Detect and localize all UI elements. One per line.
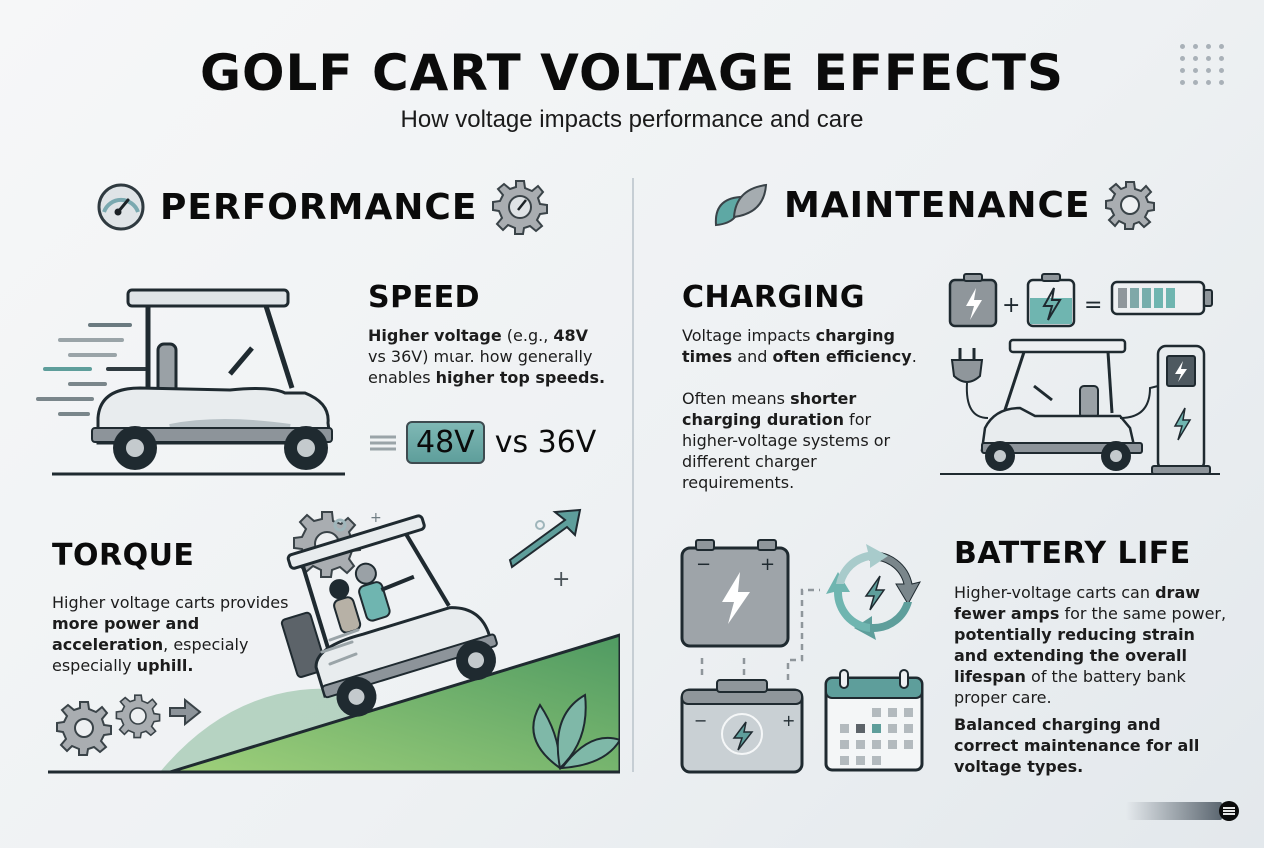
charging-description-2: Often means shorter charging duration fo… bbox=[682, 389, 891, 492]
plus-symbol: + bbox=[1002, 293, 1020, 318]
svg-text:+: + bbox=[370, 510, 382, 526]
performance-header: PERFORMANCE bbox=[96, 178, 549, 236]
speed-description: Higher voltage (e.g., 48V vs 36V) mιar. … bbox=[368, 326, 606, 387]
column-divider bbox=[632, 178, 634, 772]
battery-life-description-1: Higher-voltage carts can draw fewer amps… bbox=[954, 583, 1227, 707]
maintenance-section-title: MAINTENANCE bbox=[784, 184, 1091, 226]
performance-section-title: PERFORMANCE bbox=[160, 186, 478, 228]
maintenance-header: MAINTENANCE bbox=[712, 180, 1155, 230]
vs-36v-label: vs 36V bbox=[494, 425, 597, 460]
decorative-dot-grid bbox=[1180, 44, 1225, 85]
speed-heading: SPEED bbox=[368, 280, 480, 315]
svg-text:+: + bbox=[552, 567, 570, 592]
battery-life-illustration: − + − + bbox=[680, 539, 924, 774]
page-subtitle: How voltage impacts performance and care bbox=[400, 106, 864, 133]
gear-icon bbox=[1104, 181, 1155, 230]
battery-life-heading: BATTERY LIFE bbox=[954, 536, 1191, 571]
equals-symbol: = bbox=[1084, 293, 1102, 318]
gear-gauge-icon bbox=[492, 180, 549, 235]
charging-description-1: Voltage impacts charging times and often… bbox=[682, 326, 917, 366]
speedometer-icon bbox=[97, 183, 145, 231]
footer-gradient-bar bbox=[1126, 802, 1222, 820]
torque-heading: TORQUE bbox=[52, 538, 195, 573]
svg-text:−: − bbox=[696, 554, 711, 575]
leaf-icon bbox=[714, 183, 768, 227]
torque-description: Higher voltage carts provides more power… bbox=[52, 593, 289, 675]
motion-lines-icon bbox=[370, 435, 396, 450]
charging-cart-illustration: + = bbox=[940, 273, 1220, 475]
uphill-cart-illustration: + + bbox=[48, 508, 620, 774]
48v-badge: 48V bbox=[406, 421, 485, 464]
battery-life-description-2: Balanced charging and correct maintenanc… bbox=[954, 715, 1200, 776]
svg-text:+: + bbox=[760, 554, 775, 575]
svg-text:+: + bbox=[782, 711, 795, 730]
voltage-comparison: 48V vs 36V bbox=[368, 421, 596, 464]
footer-logo-icon bbox=[1219, 801, 1239, 821]
speeding-golf-cart-illustration bbox=[36, 288, 345, 476]
svg-text:−: − bbox=[694, 711, 707, 730]
charging-heading: CHARGING bbox=[682, 280, 865, 315]
page-title: GOLF CART VOLTAGE EFFECTS bbox=[200, 44, 1064, 102]
